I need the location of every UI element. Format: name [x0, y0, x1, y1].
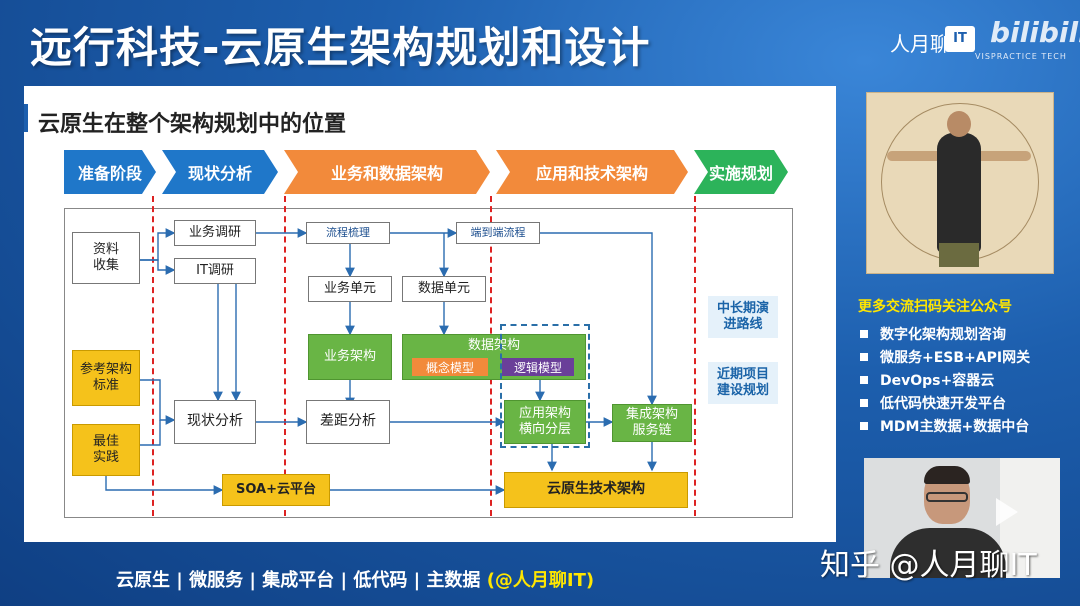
phase-arrow-app-tech: 应用和技术架构: [496, 150, 688, 194]
presenter-video: [864, 458, 1060, 578]
service-item: 低代码快速开发平台: [860, 391, 1070, 414]
service-item: MDM主数据+数据中台: [860, 414, 1070, 437]
node-current-analysis: 现状分析: [174, 400, 256, 444]
node-near-term-projects: 近期项目 建设规划: [708, 362, 778, 404]
footer-caption: 云原生 | 微服务 | 集成平台 | 低代码 | 主数据 (@人月聊IT): [116, 570, 595, 591]
node-process-sorting: 流程梳理: [306, 222, 390, 244]
node-concept-model: 概念模型: [412, 358, 488, 376]
node-material-collection: 资料 收集: [72, 232, 140, 284]
node-soa-cloud-platform: SOA+云平台: [222, 474, 330, 506]
node-cloud-native-tech-architecture: 云原生技术架构: [504, 472, 688, 508]
node-integration-architecture: 集成架构 服务链: [612, 404, 692, 442]
brand-logo: IT: [945, 26, 975, 52]
panel-title-accent: [24, 104, 28, 132]
brand-subtitle: VISPRACTICE TECH: [975, 52, 1067, 61]
phase-arrow-business-data: 业务和数据架构: [284, 150, 490, 194]
vitruvian-illustration: [866, 92, 1054, 274]
node-app-architecture-layers: 应用架构 横向分层: [504, 400, 586, 444]
node-reference-architecture: 参考架构 标准: [72, 350, 140, 406]
service-item: 微服务+ESB+API网关: [860, 345, 1070, 368]
play-icon: [996, 498, 1018, 526]
node-it-survey: IT调研: [174, 258, 256, 284]
node-best-practice: 最佳 实践: [72, 424, 140, 476]
node-mid-long-term-roadmap: 中长期演 进路线: [708, 296, 778, 338]
node-gap-analysis: 差距分析: [306, 400, 390, 444]
phase-arrow-current: 现状分析: [162, 150, 278, 194]
node-logic-model: 逻辑模型: [502, 358, 574, 376]
node-data-unit: 数据单元: [402, 276, 486, 302]
follow-title: 更多交流扫码关注公众号: [858, 299, 1012, 315]
phase-arrow-prepare: 准备阶段: [64, 150, 156, 194]
phase-divider: [694, 196, 696, 516]
focus-highlight: [500, 324, 590, 448]
node-business-architecture: 业务架构: [308, 334, 392, 380]
zhihu-watermark: 知乎 @人月聊IT: [820, 548, 1037, 583]
node-end-to-end-process: 端到端流程: [456, 222, 540, 244]
service-list: 数字化架构规划咨询 微服务+ESB+API网关 DevOps+容器云 低代码快速…: [860, 322, 1070, 437]
node-business-unit: 业务单元: [308, 276, 392, 302]
brand-text: 人月聊: [890, 32, 950, 56]
service-item: DevOps+容器云: [860, 368, 1070, 391]
panel-title: 云原生在整个架构规划中的位置: [38, 112, 347, 137]
node-business-survey: 业务调研: [174, 220, 256, 246]
phase-divider: [152, 196, 154, 516]
phase-divider: [284, 196, 286, 516]
phase-arrow-implementation: 实施规划: [694, 150, 788, 194]
bilibili-watermark: bilibili: [990, 16, 1080, 49]
service-item: 数字化架构规划咨询: [860, 322, 1070, 345]
diagram-frame: [64, 208, 793, 518]
slide-title: 远行科技-云原生架构规划和设计: [30, 23, 651, 72]
